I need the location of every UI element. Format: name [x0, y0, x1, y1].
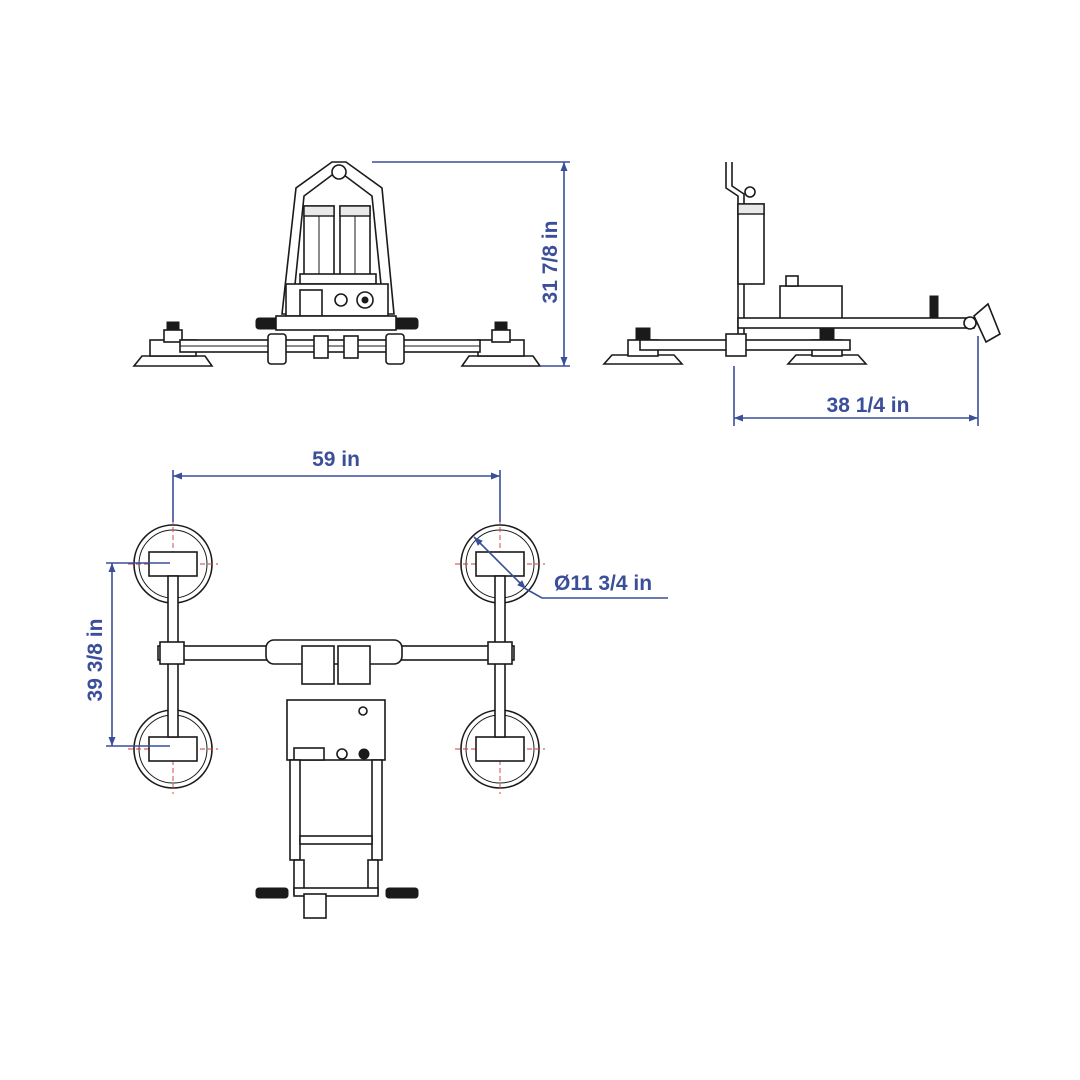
dimension-depth: 38 1/4 in — [733, 336, 979, 426]
dimension-width: 59 in — [172, 448, 501, 522]
dimension-length: 39 3/8 in — [84, 562, 170, 747]
dimension-label-pad-diameter: Ø11 3/4 in — [554, 572, 652, 595]
top-view — [128, 519, 545, 919]
dimension-pad-diameter: Ø11 3/4 in — [473, 536, 668, 599]
dimension-label-depth: 38 1/4 in — [827, 394, 910, 417]
dimension-label-width: 59 in — [312, 448, 360, 471]
dimension-label-height: 31 7/8 in — [539, 221, 562, 304]
dimension-label-length: 39 3/8 in — [84, 619, 107, 702]
side-view — [602, 162, 1002, 365]
front-view — [132, 161, 542, 367]
dimension-height: 31 7/8 in — [372, 161, 570, 367]
